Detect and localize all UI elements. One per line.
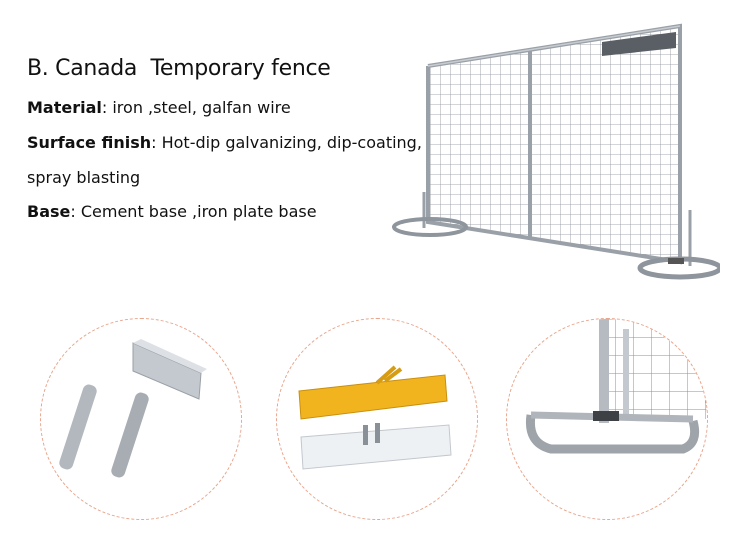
spec-material-label: Material bbox=[27, 98, 102, 117]
detail-circle-clamp bbox=[40, 318, 242, 520]
spec-material-value: iron ,steel, galfan wire bbox=[112, 98, 291, 117]
spec-base-value: Cement base ,iron plate base bbox=[80, 202, 317, 221]
detail-circle-plate-base bbox=[276, 318, 478, 520]
iron-plate-base-icon bbox=[298, 365, 452, 470]
spec-base-label: Base bbox=[27, 202, 71, 221]
spec-surface-finish-continuation: spray blasting bbox=[27, 168, 141, 187]
spec-surface-finish: Surface finish: Hot-dip galvanizing, dip… bbox=[27, 133, 422, 152]
spec-material: Material: iron ,steel, galfan wire bbox=[27, 98, 291, 117]
fence-foot-detail-icon bbox=[525, 319, 707, 454]
temporary-fence-panel-icon bbox=[392, 23, 720, 280]
spec-base: Base: Cement base ,iron plate base bbox=[27, 202, 317, 221]
fence-connector-clamp-icon bbox=[59, 339, 207, 478]
spec-surface-finish-value: Hot-dip galvanizing, dip-coating, bbox=[161, 133, 422, 152]
spec-surface-finish-label: Surface finish bbox=[27, 133, 152, 152]
product-title: B. Canada Temporary fence bbox=[27, 56, 331, 81]
detail-circle-foot bbox=[506, 318, 708, 520]
